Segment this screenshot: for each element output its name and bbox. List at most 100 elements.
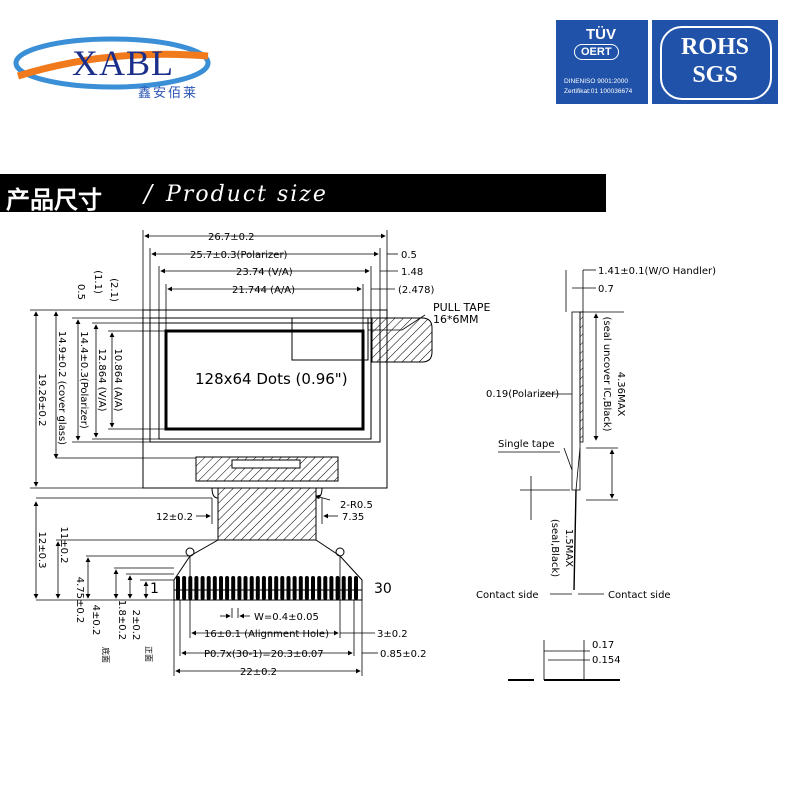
pull-tape-label: PULL TAPE	[433, 301, 490, 314]
dim-aa-width: 21.744 (A/A)	[232, 285, 295, 296]
pull-tape-size: 16*6MM	[433, 313, 478, 326]
contact-pad	[225, 576, 230, 600]
contact-pad	[182, 576, 187, 600]
contact-pad	[292, 576, 297, 600]
label-front-side: 正面	[144, 646, 153, 662]
side-polarizer-019: 0.19(Polarizer)	[486, 389, 559, 400]
dim-fpc-475: 4.75±0.2	[74, 577, 85, 624]
contact-pad	[298, 576, 303, 600]
rohs-sgs-badge: ROHS SGS	[652, 20, 778, 104]
contact-pad	[231, 576, 236, 600]
dim-polarizer-width: 25.7±0.3(Polarizer)	[190, 250, 288, 261]
fpc-tail	[217, 488, 317, 541]
contact-pad	[286, 576, 291, 600]
contact-pad	[304, 576, 309, 600]
viewing-area	[158, 322, 372, 440]
section-banner: 产品尺寸 / Product size	[0, 174, 606, 214]
dim-fpc-11: 11±0.2	[58, 526, 69, 563]
contact-pad	[329, 576, 334, 600]
contact-pad	[261, 576, 266, 600]
side-thickness-141: 1.41±0.1(W/O Handler)	[598, 266, 716, 277]
fpc-edge-3: 3±0.2	[377, 629, 408, 640]
contact-pad	[317, 576, 322, 600]
contact-pad	[280, 576, 285, 600]
tuv-line-1: DINENISO 9001:2000	[564, 78, 628, 85]
fpc-radius: 2-R0.5	[340, 500, 373, 511]
contact-pad	[354, 576, 358, 600]
driver-ic	[195, 456, 339, 482]
dim-fpc-12: 12±0.3	[36, 531, 47, 568]
dim-edge-05: 0.5	[401, 250, 417, 261]
contact-side-right: Contact side	[608, 590, 671, 601]
alignment-hole-right	[335, 547, 345, 557]
contact-pad	[347, 576, 352, 600]
fpc-total-width: 22±0.2	[240, 667, 277, 678]
logo-subtitle: 鑫安佰莱	[138, 86, 199, 101]
dim-top-21: (2.1)	[108, 278, 119, 302]
fpc-connector-outline	[173, 539, 363, 601]
dim-fpc-4: 4±0.2	[90, 605, 101, 636]
fpc-contact-pads	[176, 576, 358, 600]
single-tape-label: Single tape	[498, 439, 554, 450]
contact-pad	[323, 576, 328, 600]
tuv-brand: TÜV	[586, 26, 616, 43]
side-15max: 1.5MAX	[563, 529, 574, 567]
contact-pad	[341, 576, 346, 600]
xabl-logo: XABL 鑫安佰莱	[8, 18, 218, 108]
contact-pad	[274, 576, 279, 600]
pin-first-label: 1	[150, 581, 159, 597]
rohs-frame	[660, 26, 772, 100]
dim-cover-height: 19.26±0.2	[36, 374, 47, 427]
contact-pad	[249, 576, 254, 600]
dim-outline-width: 26.7±0.2	[208, 232, 255, 243]
dim-fpc-2: 2±0.2	[130, 610, 141, 641]
dim-cover-glass-height: 14.9±0.2 (cover glass)	[56, 331, 67, 445]
display-resolution-label: 128x64 Dots (0.96")	[195, 370, 348, 388]
tuv-certificate-badge: TÜV OERT DINENISO 9001:2000 Zertifikat:0…	[556, 20, 648, 104]
side-436max: 4.36MAX	[615, 372, 626, 417]
dim-aa-height: 10.864 (A/A)	[112, 348, 123, 411]
side-15-note: (seal,Black)	[549, 519, 560, 577]
dim-fpc-18: 1.8±0.2	[116, 600, 127, 640]
active-area	[164, 329, 365, 431]
logo-text: XABL	[72, 43, 174, 83]
pad-width: W=0.4±0.05	[254, 612, 319, 623]
contact-pad	[212, 576, 217, 600]
side-thickness-017: 0.17	[592, 640, 614, 651]
banner-title-en: Product size	[166, 182, 328, 207]
contact-pad	[219, 576, 223, 600]
contact-pad	[200, 576, 205, 600]
contact-pad	[335, 576, 340, 600]
rohs-label: ROHS	[680, 34, 749, 60]
dim-va-height: 12.864 (V/A)	[96, 348, 107, 411]
polarizer-outline	[149, 317, 381, 443]
dim-top-05: 0.5	[75, 284, 86, 300]
pull-tape-hatch	[371, 317, 433, 363]
contact-pad	[194, 576, 199, 600]
contact-pad	[206, 576, 211, 600]
ic-window	[231, 459, 301, 469]
pin-pitch: P0.7x(30-1)=20.3±0.07	[204, 649, 324, 660]
dim-polarizer-height: 14.4±0.3(Polarizer)	[78, 331, 89, 429]
contact-pad	[237, 576, 242, 600]
contact-side-left: Contact side	[476, 590, 539, 601]
dim-edge-148: 1.48	[401, 267, 423, 278]
contact-pad	[311, 576, 315, 600]
tuv-line-2: Zertifikat:01 100036674	[564, 88, 633, 95]
alignment-hole-left	[185, 547, 195, 557]
banner-title-cn: 产品尺寸	[6, 186, 102, 214]
fpc-width-735: 7.35	[342, 512, 364, 523]
pull-tape-outline	[291, 317, 369, 361]
dim-top-11: (1.1)	[92, 270, 103, 294]
contact-pad	[243, 576, 248, 600]
side-thickness-07: 0.7	[598, 284, 614, 295]
dim-edge-2478: (2.478)	[398, 285, 435, 296]
pin-last-label: 30	[374, 581, 392, 597]
fpc-edge-085: 0.85±0.2	[380, 649, 427, 660]
contact-pad	[176, 576, 180, 600]
alignment-hole-spacing: 16±0.1 (Alignment Hole)	[204, 629, 329, 640]
side-thickness-0154: 0.154	[592, 655, 621, 666]
side-436-note: (seal uncover IC,Black)	[601, 316, 612, 431]
fpc-width-12: 12±0.2	[156, 512, 193, 523]
sgs-label: SGS	[692, 62, 738, 88]
